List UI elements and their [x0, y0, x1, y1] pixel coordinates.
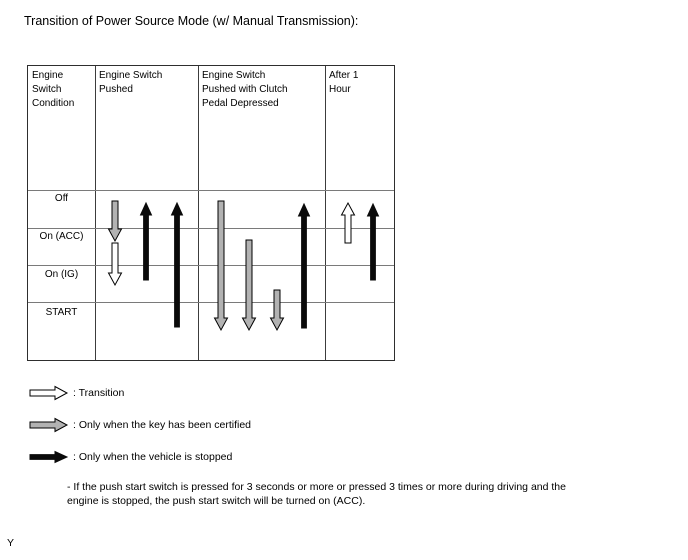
- row-divider: [28, 228, 394, 229]
- arrow-on-acc-to-on-ig-: [107, 242, 123, 287]
- row-label-off: Off: [54, 193, 69, 204]
- arrow-start-to-off: [170, 201, 184, 328]
- header-engine-switch-pushed-clutch: Engine Switch Pushed with Clutch Pedal D…: [202, 70, 288, 109]
- column-divider: [95, 66, 96, 360]
- key-certified-arrow-icon: [29, 417, 69, 433]
- header-engine-switch-condition: Engine Switch Condition: [32, 70, 75, 109]
- row-divider: [28, 265, 394, 266]
- column-divider: [198, 66, 199, 360]
- row-divider: [28, 302, 394, 303]
- transition-arrows-layer: [107, 200, 380, 332]
- row-label-start: START: [45, 307, 78, 318]
- legend-item-vehicle-stopped: : Only when the vehicle is stopped: [29, 449, 232, 465]
- legend-label: : Only when the key has been certified: [73, 419, 252, 431]
- legend-item-key-certified: : Only when the key has been certified: [29, 417, 251, 433]
- row-label-on-ig: On (IG): [44, 269, 79, 280]
- page-title: Transition of Power Source Mode (w/ Manu…: [24, 14, 359, 28]
- row-divider: [28, 190, 394, 191]
- arrow-on-ig-to-start: [269, 289, 285, 332]
- legend-label: : Only when the vehicle is stopped: [73, 451, 233, 463]
- legend-arrow-glyph: [29, 450, 69, 464]
- arrow-start-to-off: [297, 202, 311, 329]
- arrow-on-acc-to-start: [241, 239, 257, 332]
- arrow-off-to-on-acc-: [107, 200, 123, 243]
- transition-arrow-icon: [29, 385, 69, 401]
- arrow-on-ig-to-off: [139, 201, 153, 281]
- row-label-on-acc: On (ACC): [39, 231, 84, 242]
- legend-label: : Transition: [73, 387, 125, 399]
- header-engine-switch-pushed: Engine Switch Pushed: [99, 70, 163, 95]
- arrow-on-ig-to-off: [366, 202, 380, 281]
- legend-item-transition: : Transition: [29, 385, 124, 401]
- arrow-on-acc-to-off: [340, 201, 356, 244]
- arrow-off-to-start: [213, 200, 229, 332]
- footnote: - If the push start switch is pressed fo…: [67, 481, 566, 507]
- page-marker: Y: [7, 537, 15, 549]
- vehicle-stopped-arrow-icon: [29, 450, 69, 464]
- column-divider: [325, 66, 326, 360]
- header-after-1-hour: After 1 Hour: [329, 70, 359, 95]
- legend-arrow-glyph: [29, 385, 69, 401]
- legend-arrow-glyph: [29, 417, 69, 433]
- power-source-mode-table: Engine Switch Condition Engine Switch Pu…: [27, 65, 395, 361]
